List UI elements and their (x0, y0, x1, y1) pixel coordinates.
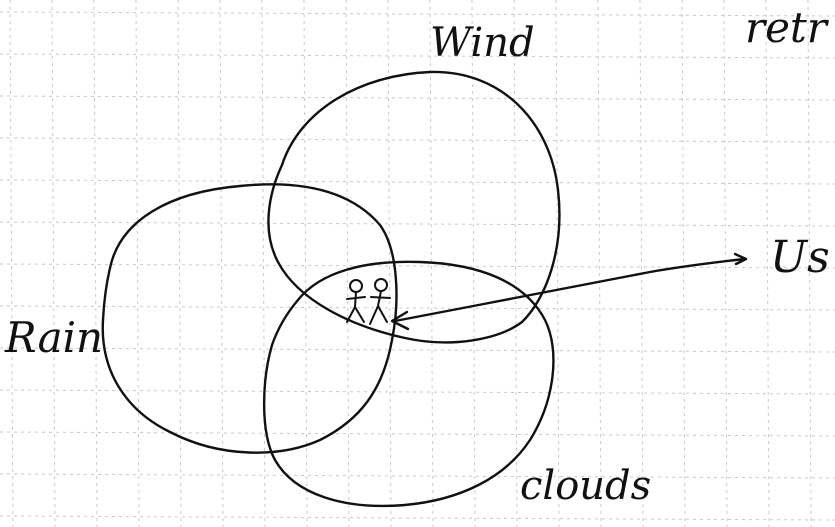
grid-line-vertical (304, 0, 307, 527)
grid-line-vertical (94, 0, 97, 527)
grid-line-vertical (640, 0, 643, 527)
label-us: Us (770, 232, 830, 283)
grid-line-horizontal (0, 306, 835, 310)
arrow-line (395, 259, 744, 321)
grid-line-horizontal (0, 390, 835, 394)
grid-line-horizontal (0, 348, 835, 352)
grid-line-vertical (262, 0, 265, 527)
label-wind: Wind (430, 20, 535, 66)
grid-line-vertical (52, 0, 55, 527)
grid-line-horizontal (0, 180, 835, 184)
grid-line-vertical (10, 0, 13, 527)
label-clouds: clouds (520, 463, 651, 509)
people-icon (347, 279, 390, 324)
grid-line-horizontal (0, 96, 835, 100)
grid-line-vertical (514, 0, 517, 527)
grid-line-horizontal (0, 138, 835, 142)
grid-line-horizontal (0, 516, 835, 520)
label-rain: Rain (4, 313, 103, 362)
grid-line-horizontal (0, 54, 835, 58)
grid-line-horizontal (0, 474, 835, 478)
grid-line-vertical (220, 0, 223, 527)
grid-line-horizontal (0, 432, 835, 436)
grid-line-vertical (346, 0, 349, 527)
grid-line-vertical (556, 0, 559, 527)
grid-line-horizontal (0, 222, 835, 226)
grid-line-vertical (136, 0, 139, 527)
grid-line-horizontal (0, 12, 835, 16)
grid-line-vertical (766, 0, 769, 527)
grid-line-vertical (724, 0, 727, 527)
grid-line-vertical (598, 0, 601, 527)
grid-line-horizontal (0, 264, 835, 268)
grid-line-vertical (682, 0, 685, 527)
label-retr: retr (745, 3, 830, 52)
rain-circle (103, 184, 397, 452)
grid-line-vertical (178, 0, 181, 527)
